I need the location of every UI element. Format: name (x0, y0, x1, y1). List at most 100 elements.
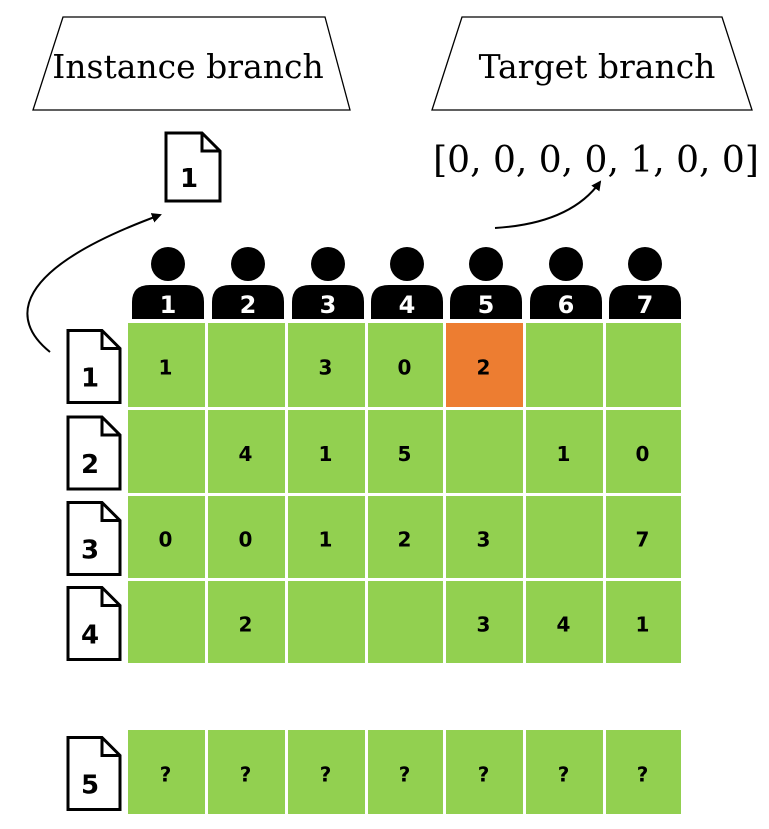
user-label: 3 (320, 291, 337, 319)
matrix-cell (526, 581, 603, 663)
cell-value: 1 (159, 356, 173, 380)
matrix-cell (128, 581, 205, 663)
matrix-row: 2 3 4 1 (128, 581, 681, 663)
document-label: 2 (81, 450, 99, 480)
cell-value: 2 (398, 528, 412, 552)
user-icon: 5 (450, 247, 522, 319)
cell-value: ? (399, 763, 411, 787)
cell-value: 0 (636, 442, 650, 466)
matrix-cell (288, 410, 365, 493)
document-label: 3 (81, 536, 99, 566)
matrix-cell (526, 323, 603, 407)
cell-value: ? (240, 763, 252, 787)
matrix-cell (446, 581, 523, 663)
matrix-cell (288, 581, 365, 663)
query-row: ??????? (128, 730, 681, 814)
document-icon: 5 (66, 736, 122, 811)
user-icon: 6 (530, 247, 602, 319)
matrix-cell (526, 730, 603, 814)
matrix-cell (606, 496, 681, 578)
matrix-cell (208, 496, 285, 578)
instance-document-icon: 1 (164, 131, 222, 203)
matrix-cell (526, 410, 603, 493)
user-label: 4 (399, 291, 416, 319)
user-label: 2 (240, 291, 257, 319)
matrix-cell (606, 410, 681, 493)
document-icon: 2 (66, 415, 122, 491)
cell-value: ? (478, 763, 490, 787)
cell-value: 1 (557, 442, 571, 466)
cell-value: 0 (159, 528, 173, 552)
cell-value: 2 (239, 613, 253, 637)
cell-value: 0 (239, 528, 253, 552)
matrix-cell (606, 581, 681, 663)
matrix-cell (128, 410, 205, 493)
target-vector: [0, 0, 0, 0, 1, 0, 0] (433, 140, 759, 181)
cell-value: 3 (319, 356, 333, 380)
cell-value: ? (558, 763, 570, 787)
instance-branch-box: Instance branch (32, 16, 351, 111)
matrix-cell (288, 323, 365, 407)
cell-value: 4 (557, 613, 571, 637)
user-icon: 3 (292, 247, 364, 319)
instance-document-label: 1 (180, 164, 198, 194)
matrix-cell (446, 410, 523, 493)
matrix-cell (368, 323, 443, 407)
matrix-row: 1 3 0 2 (128, 323, 681, 407)
matrix-cell (208, 730, 285, 814)
user-icon: 2 (212, 247, 284, 319)
matrix-cell (288, 496, 365, 578)
matrix-row: 4 1 5 1 0 (128, 410, 681, 493)
user-icon: 4 (371, 247, 443, 319)
document-label: 5 (81, 771, 99, 801)
matrix-cell (446, 730, 523, 814)
cell-value: 1 (319, 442, 333, 466)
matrix-cell (128, 323, 205, 407)
matrix-cell (128, 730, 205, 814)
cell-value: 1 (319, 528, 333, 552)
target-branch-box: Target branch (431, 16, 753, 111)
user-label: 5 (478, 291, 495, 319)
document-icon: 4 (66, 586, 122, 661)
matrix-cell (288, 730, 365, 814)
matrix-cell (368, 410, 443, 493)
matrix-cell (368, 581, 443, 663)
document-icon: 1 (66, 329, 122, 404)
matrix-cell (606, 323, 681, 407)
arrow-to-target (494, 180, 602, 229)
matrix-cell (368, 730, 443, 814)
cell-value: 0 (398, 356, 412, 380)
cell-value: ? (160, 763, 172, 787)
cell-value: 7 (636, 528, 650, 552)
cell-value: 4 (239, 442, 253, 466)
document-label: 1 (81, 364, 99, 394)
instance-branch-label: Instance branch (52, 47, 323, 86)
user-icon: 1 (132, 247, 204, 319)
matrix-cell (128, 496, 205, 578)
matrix-cell (606, 730, 681, 814)
cell-value: 3 (477, 528, 491, 552)
matrix-cell (208, 410, 285, 493)
user-label: 7 (637, 291, 654, 319)
cell-value: ? (637, 763, 649, 787)
cell-value: 3 (477, 613, 491, 637)
cell-value: ? (320, 763, 332, 787)
matrix-cell (208, 581, 285, 663)
matrix-cell (368, 496, 443, 578)
matrix-cell (446, 496, 523, 578)
cell-value: 2 (477, 356, 491, 380)
document-icon: 3 (66, 501, 122, 576)
user-label: 6 (558, 291, 575, 319)
matrix-cell (208, 323, 285, 407)
user-label: 1 (160, 291, 177, 319)
target-branch-label: Target branch (479, 47, 716, 86)
document-label: 4 (81, 621, 99, 651)
rating-matrix: 1 1 3 0 2 2 4 1 5 1 0 3 0 0 1 2 3 7 4 2 3 4 1 5??????? (66, 323, 681, 814)
cell-value: 5 (398, 442, 412, 466)
cell-value: 1 (636, 613, 650, 637)
user-icon: 7 (609, 247, 681, 319)
matrix-cell (526, 496, 603, 578)
arrow-to-instance (26, 213, 162, 353)
highlighted-cell (446, 323, 523, 407)
